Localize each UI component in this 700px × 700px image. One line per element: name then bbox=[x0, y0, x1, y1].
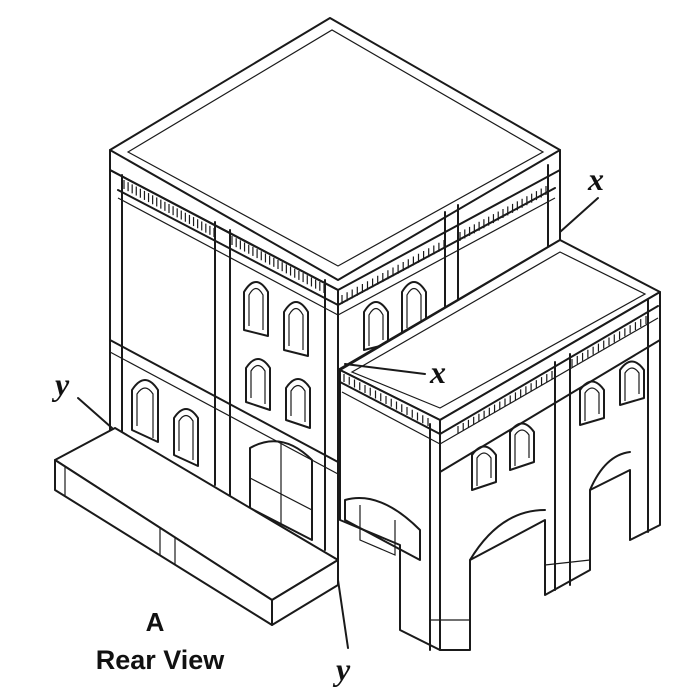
loading-dock bbox=[54, 427, 339, 626]
left-cornice-dentils bbox=[123, 180, 325, 293]
annex-right-dentils bbox=[457, 316, 647, 434]
callout-x-middle: x bbox=[429, 354, 446, 390]
callout-leaders bbox=[77, 197, 599, 649]
main-left-windows bbox=[131, 281, 313, 541]
annex-left-dentils bbox=[343, 374, 429, 426]
callout-x-upper: x bbox=[587, 161, 604, 197]
callout-y-bottom: y bbox=[332, 651, 351, 687]
main-right-windows bbox=[363, 281, 427, 351]
callout-y-left: y bbox=[51, 366, 70, 402]
figure-caption: Rear View bbox=[95, 645, 225, 675]
figure-label: A bbox=[145, 607, 165, 637]
annex-windows bbox=[471, 360, 645, 491]
main-building-roof bbox=[109, 17, 561, 281]
right-cornice-dentils bbox=[341, 186, 547, 304]
